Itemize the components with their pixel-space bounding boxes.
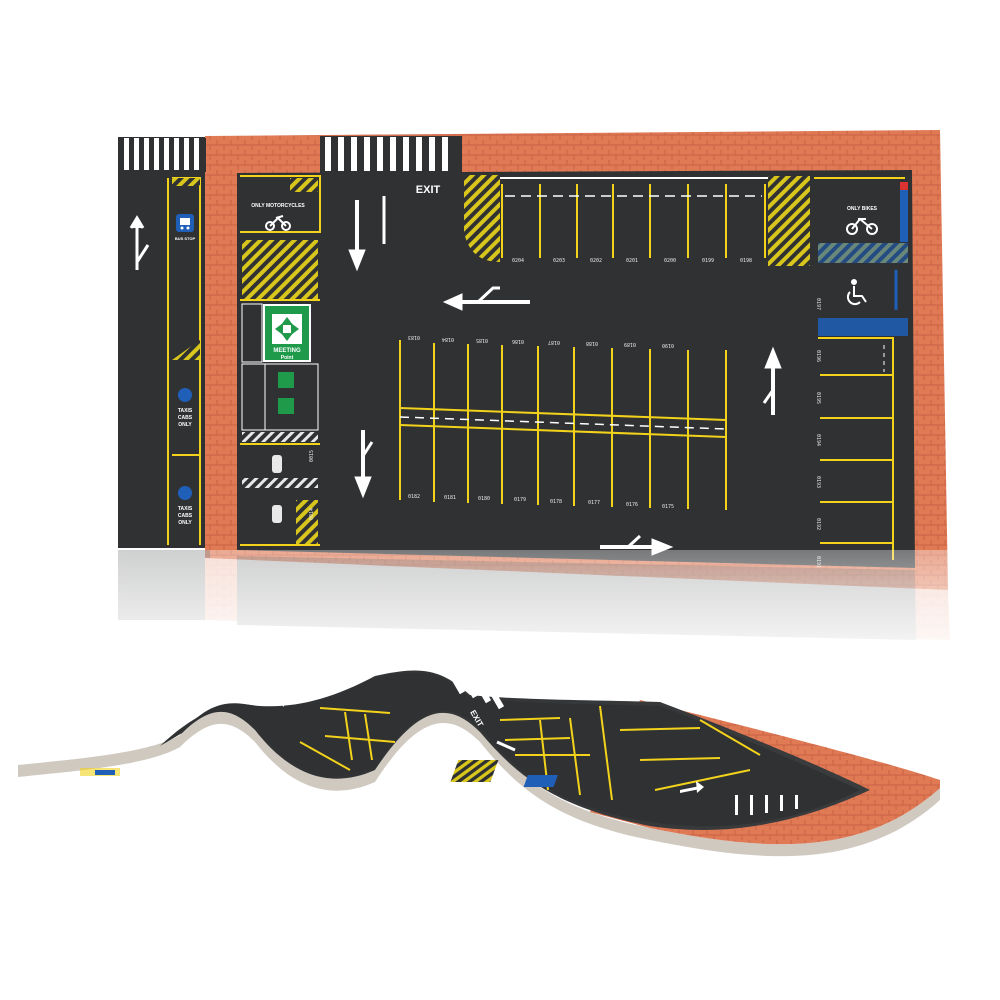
space-0197: 0197 [815,298,821,310]
space-0180: 0180 [478,496,490,502]
space-0014: 0014 [309,508,315,520]
space-0193: 0193 [815,476,821,488]
space-0195: 0195 [815,392,821,404]
only-label-1: ONLY [178,422,192,428]
space-0179: 0179 [514,497,526,503]
central-parking-block [399,340,727,510]
space-0176: 0176 [626,502,638,508]
space-0175: 0175 [662,504,674,510]
only-motorcycles-label: ONLY MOTORCYCLES [251,203,305,209]
space-0186: 0186 [512,338,524,344]
motorcycle-icon [265,215,291,231]
wheelchair-icon [846,279,867,306]
space-0200: 0200 [664,258,676,264]
space-0181: 0181 [444,495,456,501]
space-0199: 0199 [702,258,714,264]
crosswalk-left [120,138,206,172]
exit-label: EXIT [416,184,441,196]
space-0196: 0196 [815,350,821,362]
arrow-icon [348,196,782,556]
space-0189: 0189 [624,341,636,347]
meeting-point-subtext: Point [281,355,294,361]
space-0188: 0188 [586,340,598,346]
space-0187: 0187 [548,339,560,345]
meeting-point-sign: MEETING Point [263,304,311,362]
only-bikes-label: ONLY BIKES [847,206,878,212]
space-0202: 0202 [590,258,602,264]
wavy-parking-mat: EXIT [18,670,940,857]
cabs-label-1: CABS [178,415,193,421]
cabs-label-2: CABS [178,513,193,519]
street-arrow-up [129,215,150,270]
taxi-icon [178,388,192,500]
main-parking-mat: BUS STOP TAXIS CABS ONLY TAXIS CABS ONLY… [118,130,948,590]
space-0201: 0201 [626,258,638,264]
space-0204: 0204 [512,258,524,264]
only-label-2: ONLY [178,520,192,526]
space-0192: 0192 [815,518,821,530]
space-0194: 0194 [815,434,821,446]
bus-icon [176,214,194,232]
taxis-label-2: TAXIS [178,506,193,512]
meeting-point-text: MEETING [273,348,301,354]
bus-stop-label: BUS STOP [175,236,196,241]
recycle-sign [278,372,294,414]
space-0182: 0182 [408,494,420,500]
space-0178: 0178 [550,499,562,505]
space-0190: 0190 [662,342,674,348]
space-0184: 0184 [442,336,454,342]
crosswalk-middle [320,136,462,174]
space-0015: 0015 [309,450,315,462]
space-0198: 0198 [740,258,752,264]
bicycle-icon [846,217,878,235]
space-0203: 0203 [553,258,565,264]
space-0185: 0185 [476,337,488,343]
space-0183: 0183 [408,334,420,340]
space-0177: 0177 [588,500,600,506]
taxis-label-1: TAXIS [178,408,193,414]
car-icon [272,455,282,523]
